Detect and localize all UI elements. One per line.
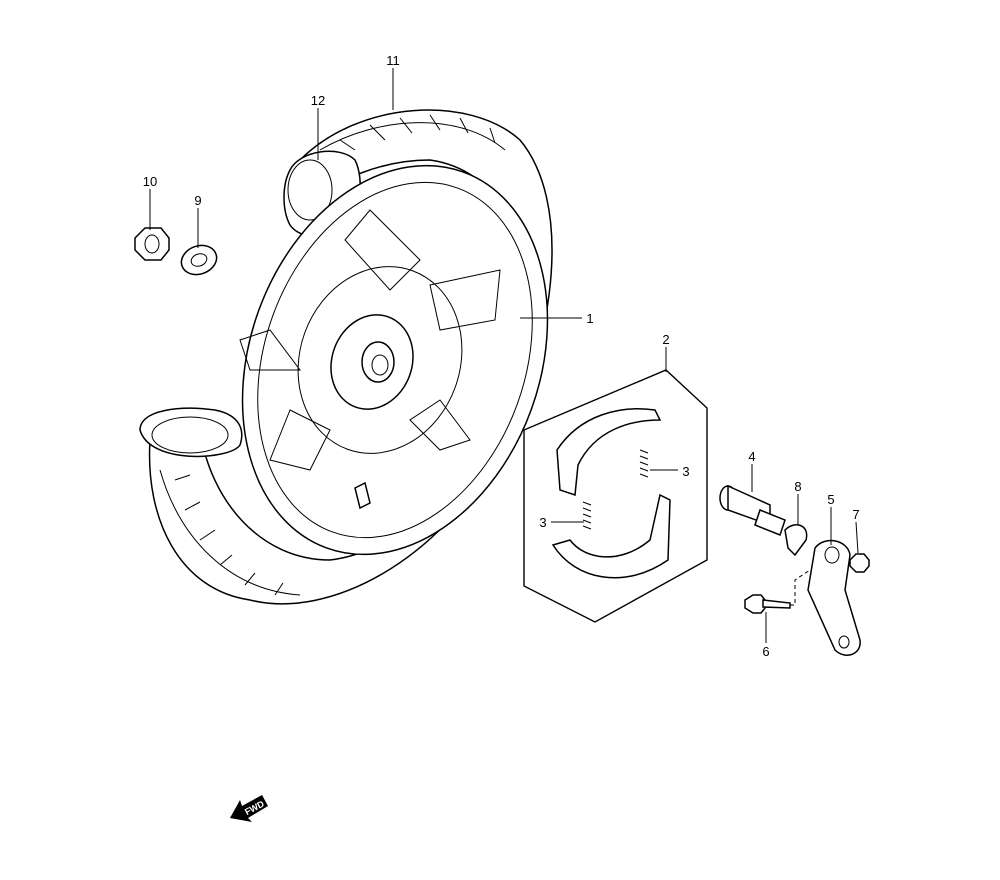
callout-11: 11 [386,53,400,68]
callout-9: 9 [194,193,201,208]
callout-12: 12 [311,93,325,108]
axle-nut [134,227,170,261]
tire-section-bottom [139,407,243,458]
callout-8: 8 [794,479,801,494]
callout-7: 7 [852,507,859,522]
wheel [239,164,549,556]
lever-nut [849,553,870,573]
callout-10: 10 [143,174,157,189]
indicator-plate [784,524,808,557]
callout-5: 5 [827,492,834,507]
callout-3-lower: 3 [539,515,546,530]
brake-lever [807,539,861,656]
leader-lines [149,68,859,643]
callout-4: 4 [748,449,755,464]
washer [180,244,218,276]
callout-3-upper: 3 [682,464,689,479]
callout-6: 6 [762,644,769,659]
valve-stem [354,481,371,510]
brake-cam [719,484,786,536]
callout-1: 1 [586,311,593,326]
brake-shoe-set [523,369,708,623]
lever-bolt [744,569,811,614]
tire [148,109,553,605]
callout-2: 2 [662,332,669,347]
fwd-arrow-icon: FWD [230,795,268,822]
